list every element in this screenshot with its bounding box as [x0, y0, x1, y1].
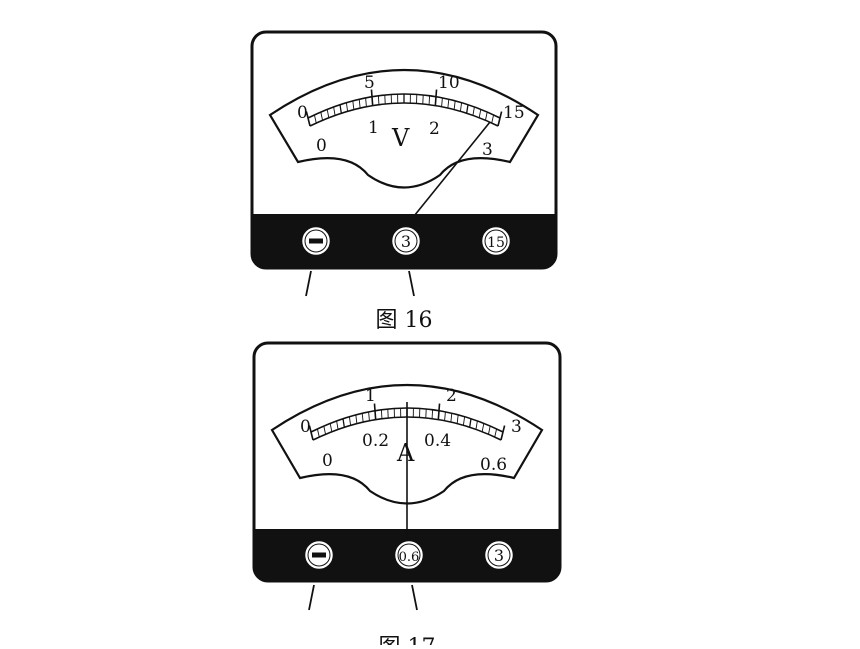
ammeter-scale-tick [432, 410, 433, 419]
voltmeter-inner-label-0: 0 [316, 136, 327, 156]
ammeter-outer-label-3: 3 [511, 417, 522, 437]
voltmeter-scale-tick [429, 96, 430, 105]
voltmeter-outer-label-0: 0 [297, 103, 308, 123]
figure-16-caption: 图 16 [376, 308, 433, 333]
minus-sign-icon [309, 239, 323, 244]
ammeter-inner-label-0-2: 0.2 [362, 431, 389, 451]
ammeter-lead-0-6 [412, 585, 417, 610]
voltmeter-terminal-negative[interactable] [301, 226, 331, 256]
ammeter-terminal-0-6-label: 0.6 [399, 550, 420, 565]
voltmeter: 0 5 10 15 0 1 2 3 V 3 15 [252, 32, 556, 333]
ammeter-terminal-0-6[interactable]: 0.6 [394, 540, 424, 570]
voltmeter-inner-label-2: 2 [429, 119, 440, 139]
voltmeter-outer-label-10: 10 [438, 73, 460, 93]
voltmeter-inner-label-3: 3 [482, 140, 493, 160]
voltmeter-terminal-15-label: 15 [487, 235, 505, 251]
ammeter-lead-negative [309, 585, 314, 610]
ammeter-terminal-negative[interactable] [304, 540, 334, 570]
voltmeter-outer-label-5: 5 [364, 73, 375, 93]
ammeter-terminal-3-label: 3 [494, 546, 504, 565]
figure-17-caption: 图 17 [379, 635, 436, 645]
voltmeter-inner-label-1: 1 [368, 118, 379, 138]
ammeter-unit-symbol: A [396, 439, 415, 467]
voltmeter-terminal-15[interactable]: 15 [481, 226, 511, 256]
voltmeter-scale-tick [378, 96, 379, 105]
voltmeter-lead-3 [409, 271, 414, 296]
voltmeter-outer-label-15: 15 [503, 103, 525, 123]
ammeter: 0 1 2 3 0 0.2 0.4 0.6 A 0.6 3 [254, 343, 560, 645]
ammeter-terminal-3[interactable]: 3 [484, 540, 514, 570]
voltmeter-lead-negative [306, 271, 311, 296]
voltmeter-terminal-3[interactable]: 3 [391, 226, 421, 256]
ammeter-outer-label-0: 0 [300, 417, 311, 437]
ammeter-inner-label-0-4: 0.4 [424, 431, 451, 451]
voltmeter-terminal-3-label: 3 [401, 232, 411, 251]
ammeter-inner-label-0: 0 [322, 451, 333, 471]
ammeter-outer-label-2: 2 [446, 386, 457, 406]
minus-sign-icon [312, 553, 326, 558]
ammeter-outer-label-1: 1 [365, 386, 376, 406]
voltmeter-unit-symbol: V [391, 124, 410, 152]
ammeter-inner-label-0-6: 0.6 [480, 455, 507, 475]
ammeter-scale-tick [381, 410, 382, 419]
